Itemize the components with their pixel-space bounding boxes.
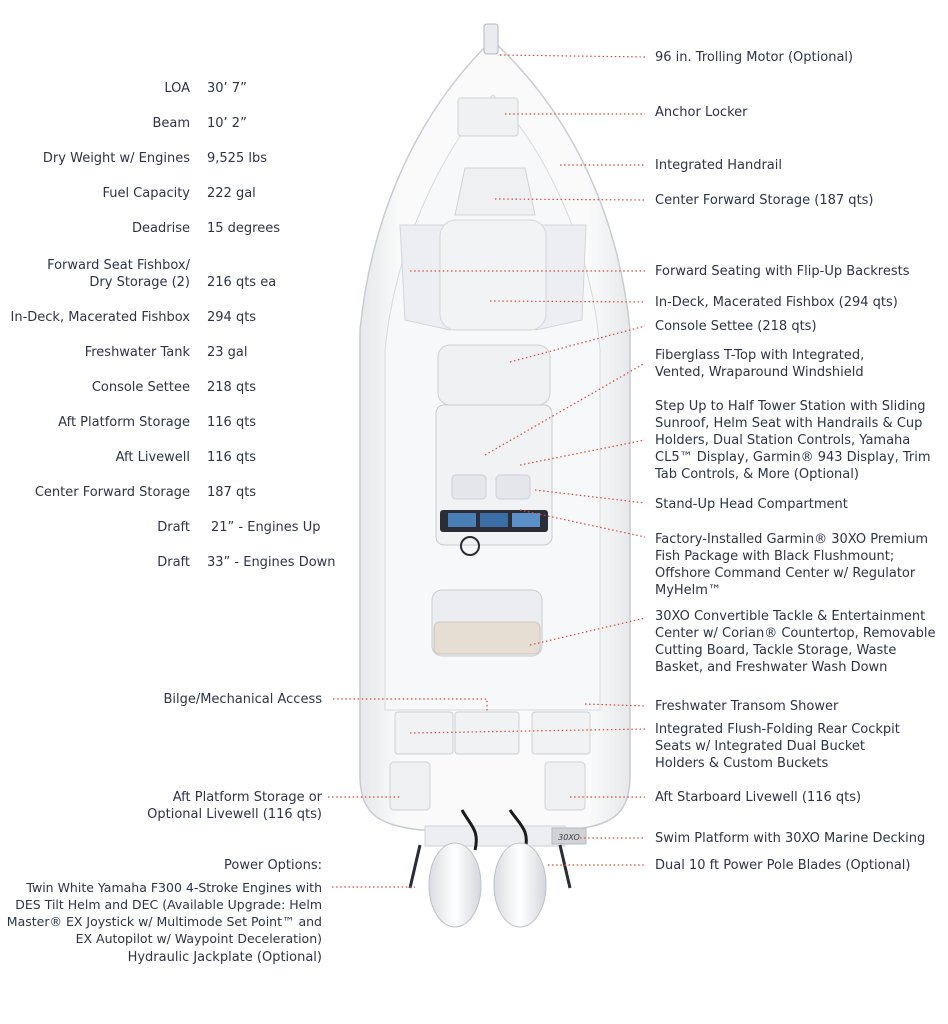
t-top-callout: Fiberglass T-Top with Integrated, Vented… xyxy=(655,348,865,380)
spec-value: 116 qts xyxy=(207,415,257,430)
spec-label: In-Deck, Macerated Fishbox xyxy=(10,310,191,325)
spec-value: 15 degrees xyxy=(207,221,281,236)
tower-station-callout: Step Up to Half Tower Station with Slidi… xyxy=(655,399,931,482)
power-pole-callout: Dual 10 ft Power Pole Blades (Optional) xyxy=(655,858,911,873)
fishbox-callout: In-Deck, Macerated Fishbox (294 qts) xyxy=(655,295,898,310)
power-options-heading: Power Options: xyxy=(224,858,322,873)
forward-seating-callout: Forward Seating with Flip-Up Backrests xyxy=(655,264,910,279)
engine-port xyxy=(428,842,482,928)
engine-starboard xyxy=(493,842,547,928)
bilge-access-callout: Bilge/Mechanical Access xyxy=(163,692,322,707)
spec-label: Aft Platform Storage xyxy=(58,415,190,430)
spec-label: Fuel Capacity xyxy=(102,186,190,201)
aft-platform-storage-callout: Aft Platform Storage or Optional Livewel… xyxy=(147,790,322,822)
spec-value: 222 gal xyxy=(207,186,256,201)
handrail-callout: Integrated Handrail xyxy=(655,158,782,173)
rear-seat-starboard xyxy=(531,711,591,755)
spec-value: 23 gal xyxy=(207,345,248,360)
livewell-callout: Aft Starboard Livewell (116 qts) xyxy=(655,790,862,805)
jackplate-callout: Hydraulic Jackplate (Optional) xyxy=(127,950,322,965)
spec-label: Console Settee xyxy=(91,380,190,395)
spec-value: 216 qts ea xyxy=(207,275,277,290)
spec-value: 21” - Engines Up xyxy=(211,520,321,535)
power-pole-starboard xyxy=(558,844,572,889)
steering-wheel xyxy=(460,536,480,556)
console-settee xyxy=(437,344,551,406)
forward-seating xyxy=(399,224,451,331)
spec-label: Draft xyxy=(157,555,190,570)
tackle-center-callout: 30XO Convertible Tackle & Entertainment … xyxy=(655,609,936,675)
spec-label: Draft xyxy=(157,520,190,535)
spec-value: 33” - Engines Down xyxy=(207,555,336,570)
spec-label: Center Forward Storage xyxy=(34,485,190,500)
center-storage-callout: Center Forward Storage (187 qts) xyxy=(655,193,874,208)
spec-value: 30’ 7” xyxy=(207,81,247,96)
spec-label: Forward Seat Fishbox/ Dry Storage (2) xyxy=(47,258,190,290)
spec-label: Freshwater Tank xyxy=(84,345,190,360)
console-head-door xyxy=(451,474,487,500)
tackle-countertop xyxy=(433,621,541,655)
engine-cable-port xyxy=(460,809,478,851)
rear-seat-port xyxy=(394,711,454,755)
platform-logo: 30XO xyxy=(558,833,580,842)
console-hatch xyxy=(495,474,531,500)
trolling-motor xyxy=(483,23,499,55)
spec-label: Deadrise xyxy=(132,221,190,236)
rear-seat-center xyxy=(454,711,520,755)
spec-value: 294 qts xyxy=(207,310,257,325)
in-deck-fishbox xyxy=(439,219,547,331)
console-settee-callout: Console Settee (218 qts) xyxy=(655,319,817,334)
platform-decking xyxy=(551,827,587,845)
spec-value: 218 qts xyxy=(207,380,257,395)
center-forward-storage xyxy=(454,167,536,216)
helm-display-1 xyxy=(448,513,476,527)
spec-value: 10’ 2” xyxy=(207,116,247,131)
trolling-motor-callout: 96 in. Trolling Motor (Optional) xyxy=(655,50,854,65)
transom-shower-callout: Freshwater Transom Shower xyxy=(655,699,839,714)
helm-display-3 xyxy=(512,513,540,527)
spec-label: LOA xyxy=(164,81,190,96)
spec-value: 9,525 lbs xyxy=(207,151,267,166)
power-pole-port xyxy=(408,844,422,889)
spec-label: Aft Livewell xyxy=(115,450,190,465)
anchor-locker xyxy=(457,97,519,137)
swim-platform-callout: Swim Platform with 30XO Marine Decking xyxy=(655,831,926,846)
helm-display-2 xyxy=(480,513,508,527)
spec-label: Beam xyxy=(152,116,190,131)
engines-callout: Twin White Yamaha F300 4-Stroke Engines … xyxy=(6,880,322,946)
leader-lines-right xyxy=(409,54,646,866)
spec-value: 187 qts xyxy=(207,485,257,500)
spec-label: Dry Weight w/ Engines xyxy=(42,151,190,166)
garmin-package-callout: Factory-Installed Garmin® 30XO Premium F… xyxy=(655,532,929,598)
aft-livewell xyxy=(544,761,586,811)
leader-lines-left xyxy=(328,698,488,888)
aft-platform-storage xyxy=(389,761,431,811)
head-compartment-callout: Stand-Up Head Compartment xyxy=(655,497,848,512)
spec-value: 116 qts xyxy=(207,450,257,465)
swim-platform xyxy=(424,825,566,847)
anchor-locker-callout: Anchor Locker xyxy=(655,105,748,120)
rear-seats-callout: Integrated Flush-Folding Rear Cockpit Se… xyxy=(655,722,900,771)
